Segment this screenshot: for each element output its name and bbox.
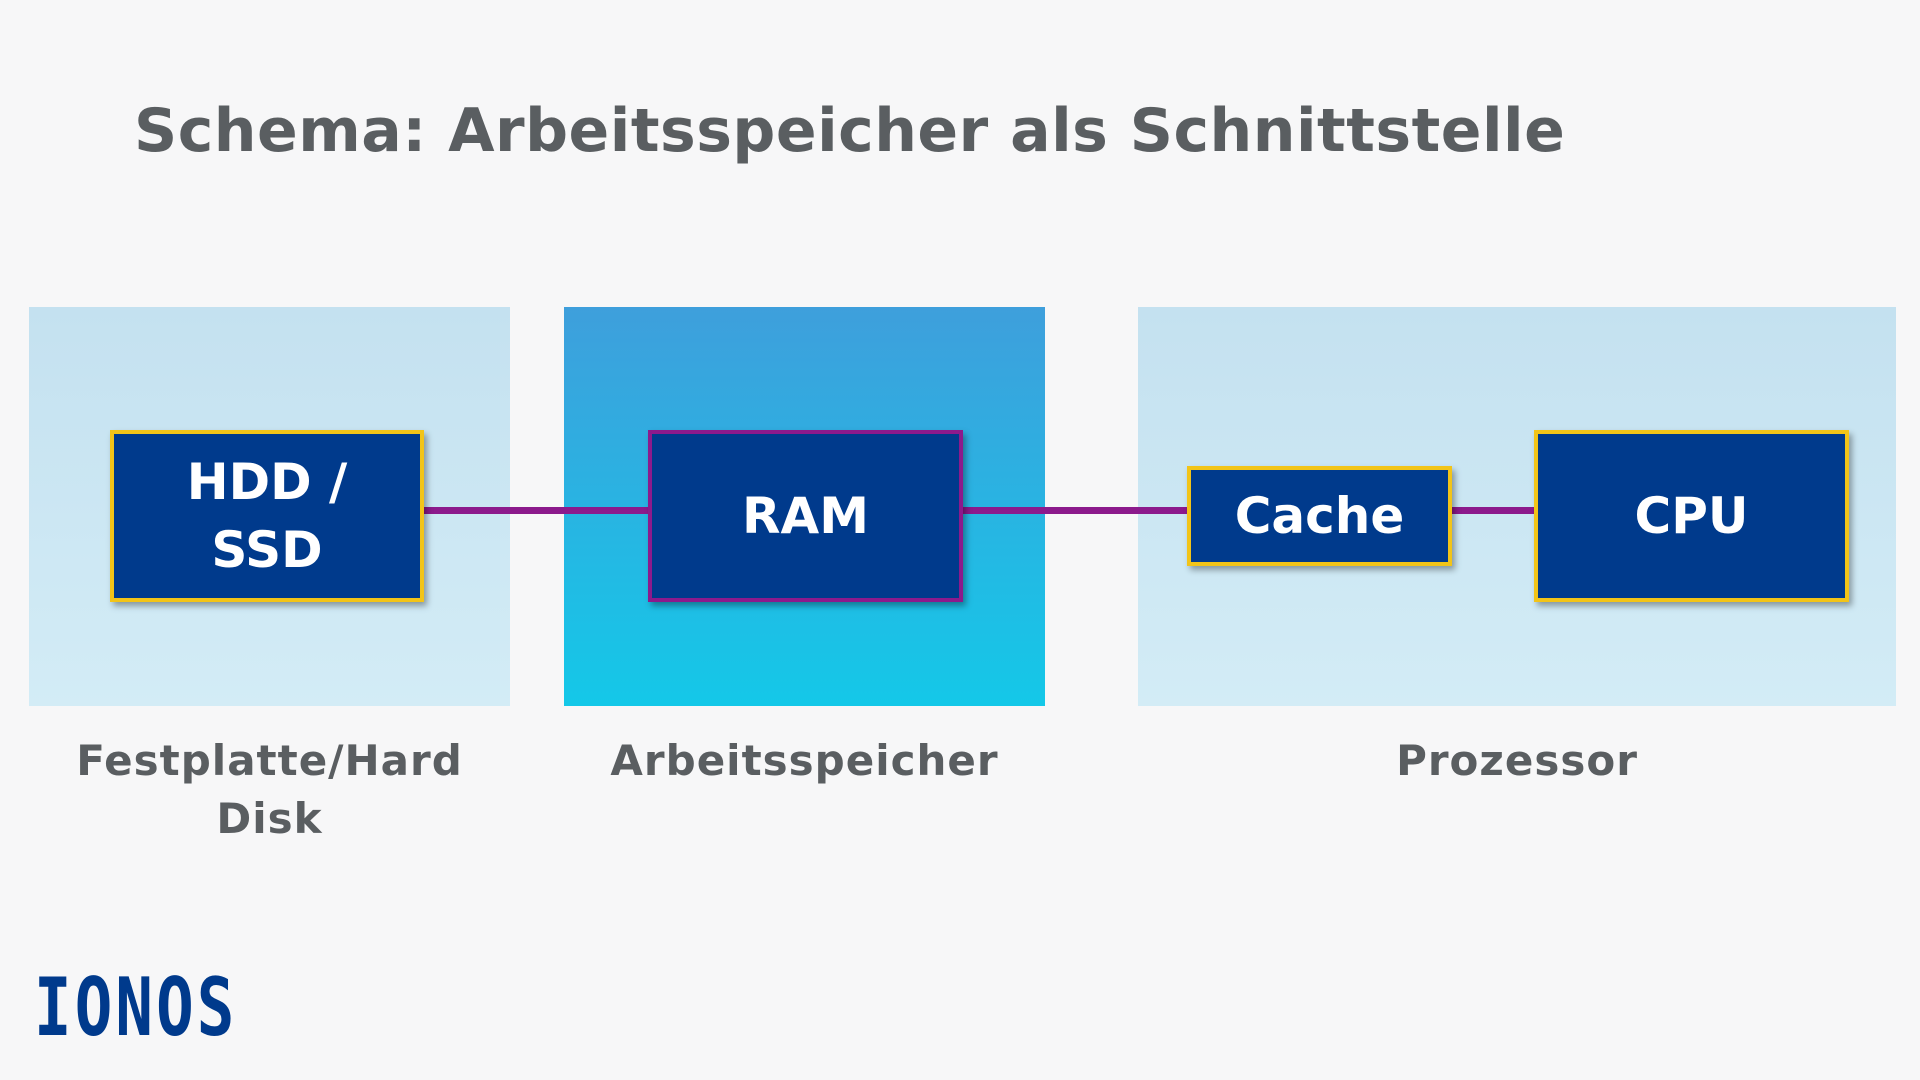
hdd-ssd-node: HDD / SSD — [110, 430, 424, 602]
cache-node-label: Cache — [1234, 487, 1405, 545]
cpu-node: CPU — [1534, 430, 1849, 602]
connector-ram-cache — [961, 507, 1189, 514]
ram-node-label: RAM — [742, 487, 869, 545]
processor-caption: Prozessor — [1396, 736, 1638, 785]
cpu-node-label: CPU — [1634, 487, 1749, 545]
page-title: Schema: Arbeitsspeicher als Schnittstell… — [134, 96, 1566, 166]
hdd-ssd-node-label: HDD / SSD — [186, 453, 348, 579]
connector-cache-cpu — [1450, 507, 1537, 514]
ram-node: RAM — [648, 430, 963, 602]
storage-caption: Festplatte/Hard Disk — [76, 736, 463, 843]
cache-node: Cache — [1187, 466, 1452, 566]
ionos-logo: IONOS — [34, 961, 238, 1054]
connector-hdd-ram — [423, 507, 651, 514]
memory-caption: Arbeitsspeicher — [610, 736, 999, 785]
